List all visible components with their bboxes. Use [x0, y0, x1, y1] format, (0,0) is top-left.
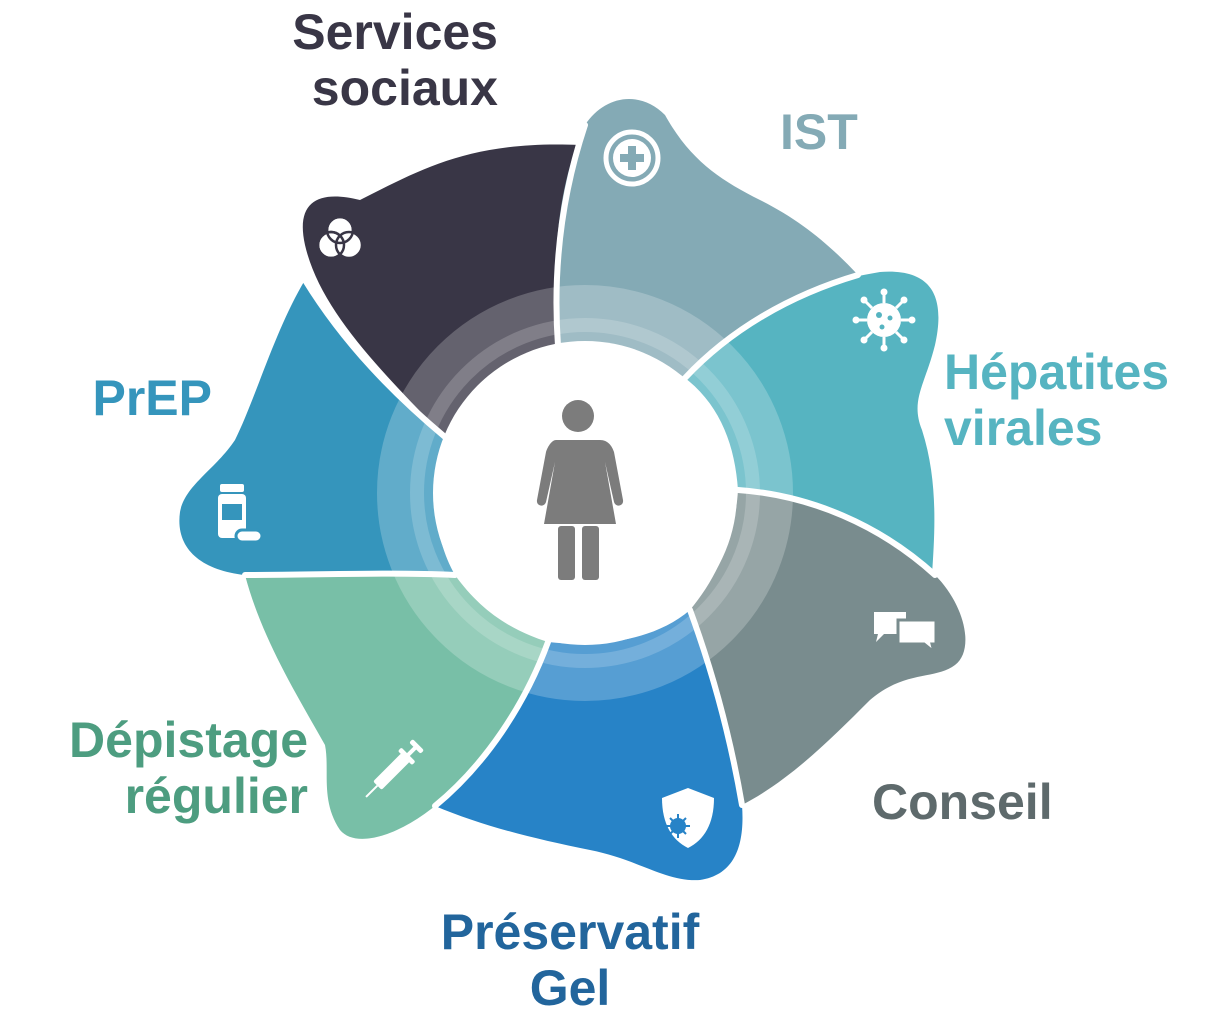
- label-conseil: Conseil: [872, 774, 1053, 830]
- segment-prep: [179, 280, 455, 575]
- segment-hepatites: [685, 271, 939, 575]
- woman-icon: [536, 400, 624, 580]
- virus-icon: [852, 288, 916, 352]
- label-depistage-line1: Dépistage: [69, 712, 308, 768]
- label-hepatites-line1: Hépatites: [944, 344, 1170, 400]
- label-preservatif-line2: Gel: [529, 960, 611, 1016]
- label-conseil-line1: Conseil: [872, 774, 1053, 830]
- label-depistage-line2: régulier: [124, 768, 308, 824]
- label-preservatif-gel: Préservatif Gel: [400, 904, 740, 1016]
- inner-ring: [377, 285, 793, 701]
- segment-separators: [242, 122, 938, 809]
- syringe-icon: [365, 739, 424, 798]
- pill-bottle-icon: [218, 484, 264, 544]
- label-ist: IST: [780, 104, 858, 160]
- label-ist-line1: IST: [780, 104, 858, 160]
- chat-icon: [874, 612, 938, 656]
- shield-virus-icon: [662, 788, 714, 848]
- plus-circle-icon: [603, 129, 661, 187]
- label-prep-line1: PrEP: [92, 370, 212, 426]
- label-services-line1: Services: [292, 4, 498, 60]
- segment-depistage: [245, 570, 548, 839]
- venn-icon: [316, 215, 364, 260]
- label-hepatites-line2: virales: [944, 400, 1103, 456]
- segment-conseil: [690, 490, 966, 805]
- label-depistage-regulier: Dépistage régulier: [10, 712, 308, 824]
- label-services-sociaux: Services sociaux: [258, 4, 498, 116]
- label-services-line2: sociaux: [311, 60, 498, 116]
- label-preservatif-line1: Préservatif: [440, 904, 700, 960]
- label-prep: PrEP: [60, 370, 212, 426]
- label-hepatites-virales: Hépatites virales: [944, 344, 1169, 456]
